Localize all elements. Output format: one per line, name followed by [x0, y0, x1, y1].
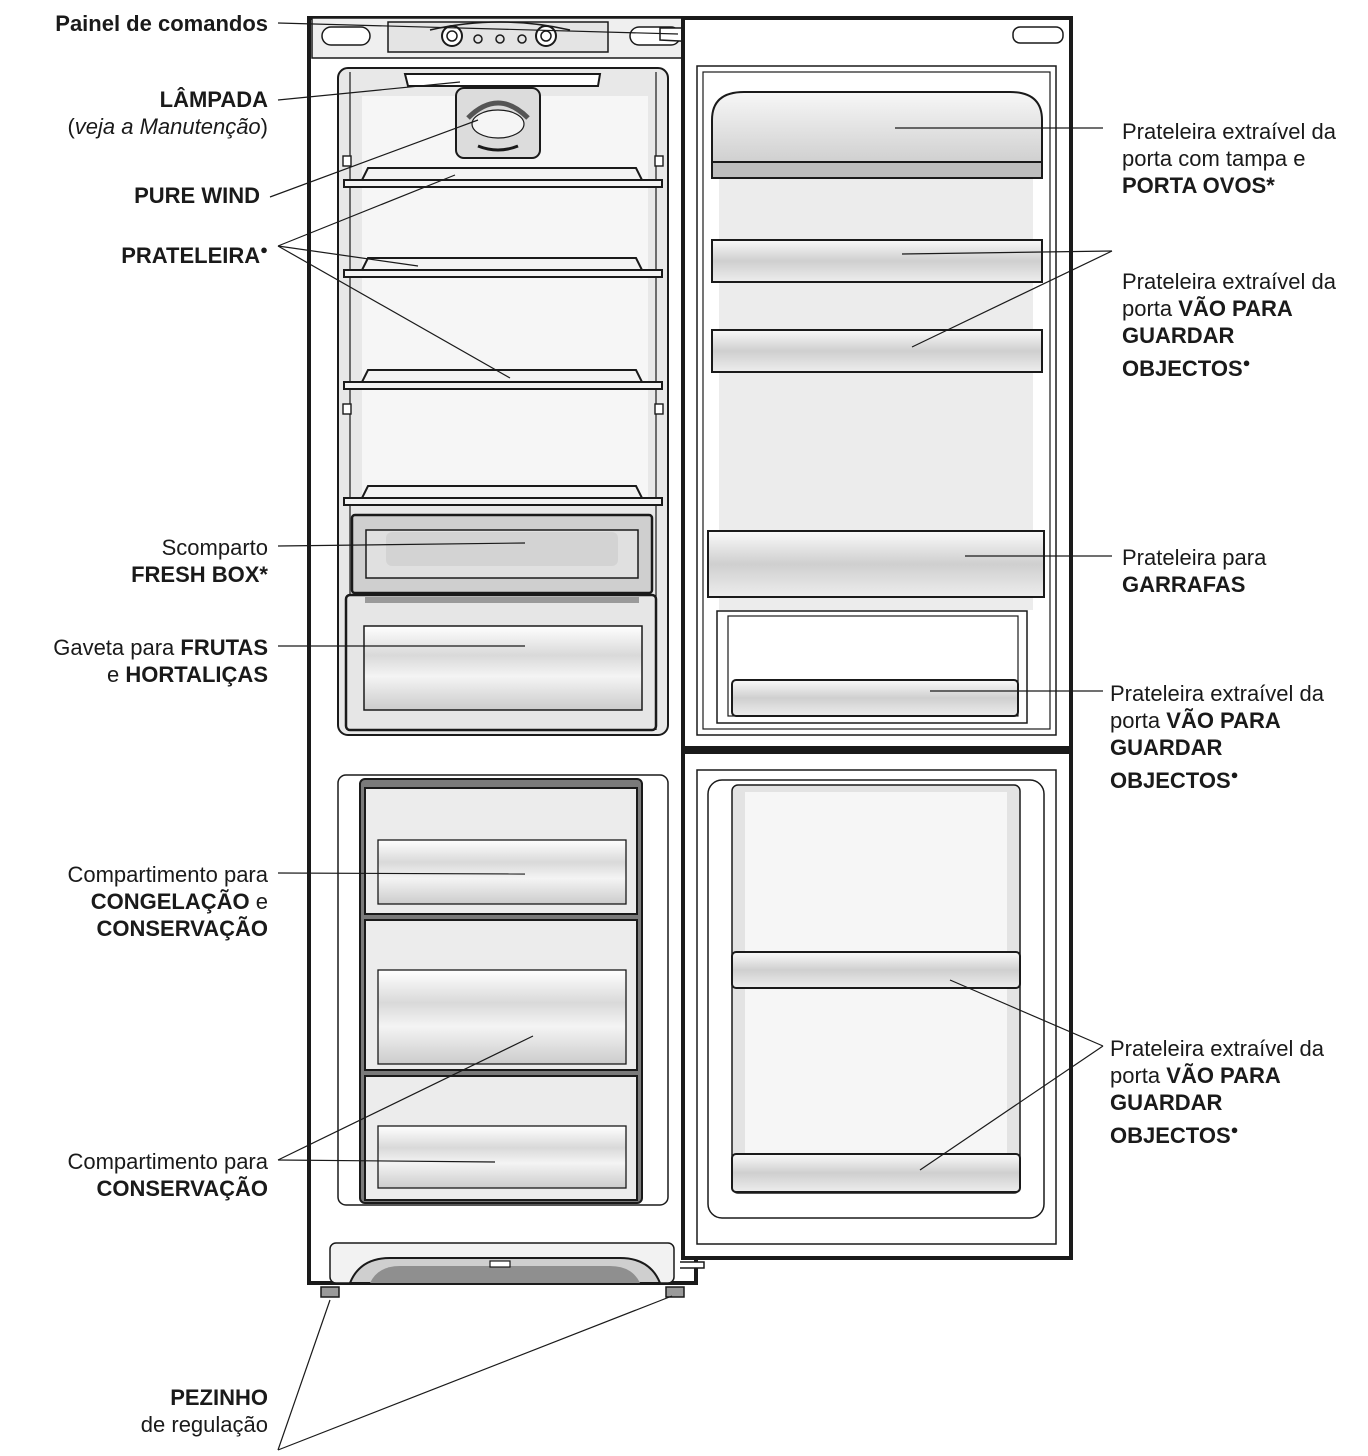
feet-line1: PEZINHO — [170, 1385, 268, 1410]
lamp-note-close: ) — [260, 114, 268, 139]
label-lamp: LÂMPADA (veja a Manutenção) — [67, 86, 268, 140]
storage2-line3: GUARDAR — [1110, 735, 1223, 760]
feet-line2: de regulação — [140, 1412, 268, 1437]
lamp-note: (veja a Manutenção) — [67, 113, 268, 140]
control-panel-text: Painel de comandos — [55, 11, 268, 36]
label-egg-holder: Prateleira extraível da porta com tampa … — [1122, 118, 1336, 199]
storage1-line3: GUARDAR — [1122, 323, 1235, 348]
label-door-storage-middle: Prateleira extraível da porta VÃO PARA G… — [1110, 680, 1324, 794]
storage1-line4: OBJECTOS● — [1122, 349, 1336, 382]
storage2-line2: porta VÃO PARA — [1110, 707, 1324, 734]
freeze-line2-text: e — [249, 889, 268, 914]
storage1-line1: Prateleira extraível da — [1122, 269, 1336, 294]
storage1-line2: porta VÃO PARA — [1122, 295, 1336, 322]
egg-line2: porta com tampa e — [1122, 146, 1306, 171]
label-pure-wind: PURE WIND — [134, 182, 260, 209]
storage2-line4-bold: OBJECTOS — [1110, 768, 1231, 793]
shelf-text: PRATELEIRA — [121, 243, 261, 268]
label-feet: PEZINHO de regulação — [141, 1384, 268, 1438]
egg-line1: Prateleira extraível da — [1122, 119, 1336, 144]
freeze-line2: CONGELAÇÃO e — [67, 888, 268, 915]
label-conservation: Compartimento para CONSERVAÇÃO — [67, 1148, 268, 1202]
storage2-line2-bold: VÃO PARA — [1166, 708, 1281, 733]
fruits-line2: e HORTALIÇAS — [53, 661, 268, 688]
fruits-line1-bold: FRUTAS — [180, 635, 268, 660]
egg-line3: PORTA OVOS* — [1122, 173, 1275, 198]
pure-wind-text: PURE WIND — [134, 183, 260, 208]
label-door-storage-upper: Prateleira extraível da porta VÃO PARA G… — [1122, 268, 1336, 382]
egg-holder-lid — [711, 91, 1043, 163]
lamp-text: LÂMPADA — [159, 87, 268, 112]
fridge-door — [681, 16, 1073, 750]
freeze-line2-bold: CONGELAÇÃO — [90, 889, 250, 914]
conserve-line2: CONSERVAÇÃO — [96, 1176, 268, 1201]
bullet: ● — [1230, 1122, 1239, 1137]
freezer-drawers — [364, 787, 638, 1201]
label-freezing: Compartimento para CONGELAÇÃO e CONSERVA… — [67, 861, 268, 942]
bullet: ● — [260, 242, 268, 257]
storage2-line4: OBJECTOS● — [1110, 761, 1324, 794]
storage2-line2-text: porta — [1110, 708, 1167, 733]
fruits-line2-bold: HORTALIÇAS — [125, 662, 268, 687]
bullet: ● — [1242, 355, 1251, 370]
lamp-note-open: ( — [67, 114, 75, 139]
storage3-line4-bold: OBJECTOS — [1110, 1123, 1231, 1148]
door-shelves — [707, 239, 1045, 598]
fresh-box-line2: FRESH BOX* — [131, 562, 268, 587]
glass-shelves — [343, 167, 663, 506]
label-door-storage-freezer: Prateleira extraível da porta VÃO PARA G… — [1110, 1035, 1324, 1149]
bottle-shelf — [707, 530, 1045, 598]
storage3-line1: Prateleira extraível da — [1110, 1036, 1324, 1061]
bottles-line2: GARRAFAS — [1122, 572, 1246, 597]
label-shelf: PRATELEIRA● — [121, 236, 268, 269]
freezer-door — [681, 750, 1073, 1260]
storage3-line2-bold: VÃO PARA — [1166, 1063, 1281, 1088]
storage1-line2-bold: VÃO PARA — [1178, 296, 1293, 321]
storage2-line1: Prateleira extraível da — [1110, 681, 1324, 706]
adjustable-feet — [320, 1286, 685, 1298]
storage3-line2: porta VÃO PARA — [1110, 1062, 1324, 1089]
storage3-line2-text: porta — [1110, 1063, 1167, 1088]
foot-left — [320, 1286, 340, 1298]
freeze-line3: CONSERVAÇÃO — [96, 916, 268, 941]
fruits-line2-text: e — [107, 662, 126, 687]
label-bottles: Prateleira para GARRAFAS — [1122, 544, 1266, 598]
storage1-line4-bold: OBJECTOS — [1122, 356, 1243, 381]
foot-right — [665, 1286, 685, 1298]
callout-lines — [269, 22, 1113, 1451]
fruits-line1: Gaveta para FRUTAS — [53, 634, 268, 661]
conserve-line1: Compartimento para — [67, 1149, 268, 1174]
label-fruit-drawer: Gaveta para FRUTAS e HORTALIÇAS — [53, 634, 268, 688]
label-fresh-box: Scomparto FRESH BOX* — [131, 534, 268, 588]
bottles-line1: Prateleira para — [1122, 545, 1267, 570]
label-control-panel: Painel de comandos — [55, 10, 268, 37]
storage3-line4: OBJECTOS● — [1110, 1116, 1324, 1149]
freeze-line1: Compartimento para — [67, 862, 268, 887]
bullet: ● — [1230, 767, 1239, 782]
storage3-line3: GUARDAR — [1110, 1090, 1223, 1115]
fruits-line1-text: Gaveta para — [53, 635, 181, 660]
storage1-line2-text: porta — [1122, 296, 1179, 321]
lamp-note-text: veja a Manutenção — [74, 114, 261, 139]
fresh-box-line1: Scomparto — [161, 535, 268, 560]
